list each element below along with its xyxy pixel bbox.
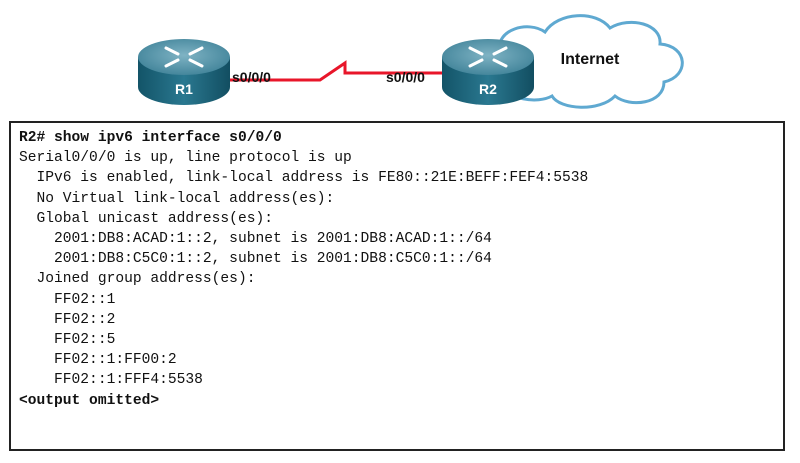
router-arrows-icon [468, 46, 508, 68]
network-topology: Internet s0/0/0 s0/0/0 R1 R2 [138, 14, 684, 109]
router-r2-label: R2 [479, 81, 497, 97]
router-r2: R2 [442, 39, 534, 105]
cli-line: Serial0/0/0 is up, line protocol is up [19, 150, 352, 167]
cli-line: IPv6 is enabled, link-local address is F… [19, 170, 589, 187]
cli-line: R2# show ipv6 interface s0/0/0 [19, 130, 282, 146]
cli-line: Joined group address(es): [19, 271, 256, 288]
cli-line: 2001:DB8:C5C0:1::2, subnet is 2001:DB8:C… [19, 251, 492, 268]
r2-interface-label: s0/0/0 [386, 69, 425, 85]
cli-line: No Virtual link-local address(es): [19, 190, 335, 207]
cli-line: FF02::1:FFF4:5538 [19, 372, 203, 389]
cli-line: FF02::1 [19, 291, 116, 308]
r1-interface-label: s0/0/0 [232, 69, 271, 85]
router-arrows-icon [164, 46, 204, 68]
cli-line: Global unicast address(es): [19, 210, 273, 227]
serial-link: s0/0/0 s0/0/0 [218, 60, 455, 85]
router-r1-label: R1 [175, 81, 193, 97]
cli-line: FF02::5 [19, 332, 116, 349]
router-r1: R1 [138, 39, 230, 105]
cli-line: 2001:DB8:ACAD:1::2, subnet is 2001:DB8:A… [19, 231, 492, 248]
cli-line: FF02::2 [19, 311, 116, 328]
internet-label: Internet [561, 51, 620, 68]
cli-line: <output omitted> [19, 392, 160, 409]
cli-line: FF02::1:FF00:2 [19, 352, 177, 369]
